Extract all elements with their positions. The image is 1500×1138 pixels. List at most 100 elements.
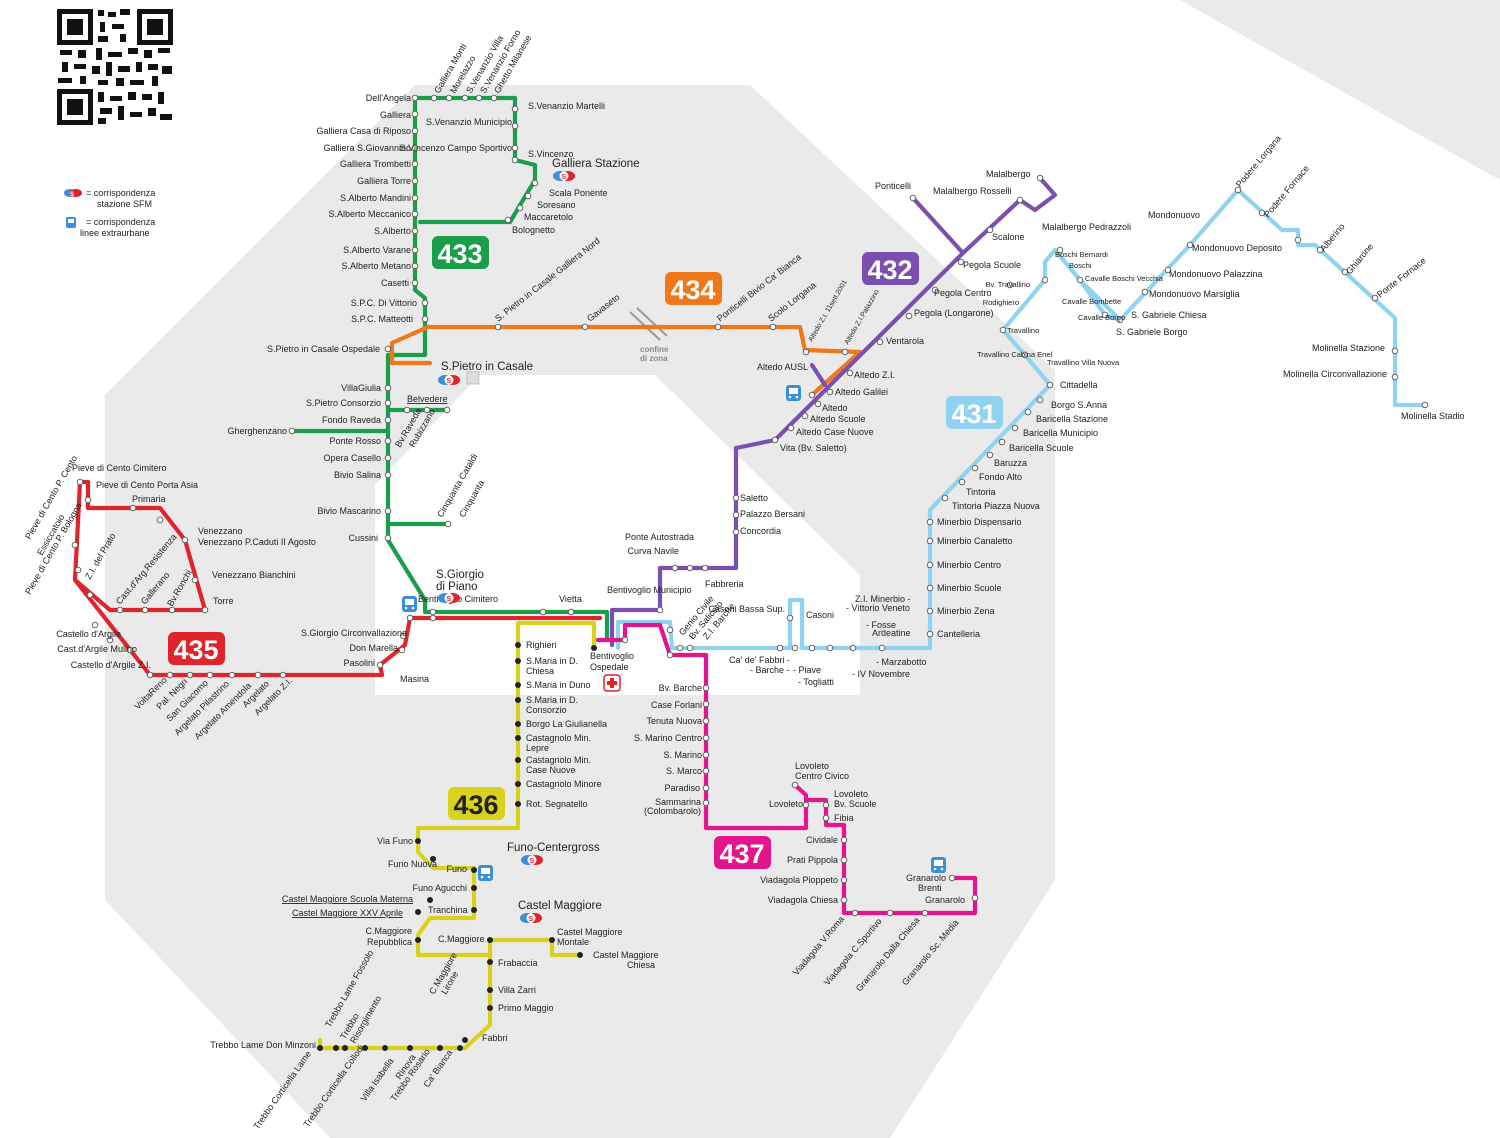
line-431-stop-dot[interactable] xyxy=(1025,409,1031,415)
line-437-stop-dot[interactable] xyxy=(703,752,709,758)
line-431-stop-dot[interactable] xyxy=(777,645,783,651)
line-431-stop-dot[interactable] xyxy=(809,645,815,651)
line-432-stop-dot[interactable] xyxy=(802,413,808,419)
line-437-stop-dot[interactable] xyxy=(703,701,709,707)
line-434-stop-dot[interactable] xyxy=(495,324,501,330)
line-436-stop-dot[interactable] xyxy=(415,909,421,915)
badge-436[interactable]: 436 xyxy=(448,787,505,820)
line-437-stop-dot[interactable] xyxy=(823,802,829,808)
badge-434[interactable]: 434 xyxy=(665,272,722,305)
line-437-stop-dot[interactable] xyxy=(703,718,709,724)
line-436-stop-dot[interactable] xyxy=(415,838,421,844)
line-431-stop-dot[interactable] xyxy=(827,645,833,651)
line-437-stop-dot[interactable] xyxy=(823,815,829,821)
line-436-stop-dot[interactable] xyxy=(515,801,521,807)
line-436-stop-dot[interactable] xyxy=(457,1045,463,1051)
line-432-stop-dot[interactable] xyxy=(906,313,912,319)
line-431-stop-dot[interactable] xyxy=(927,538,933,544)
line-432-stop-dot[interactable] xyxy=(687,565,693,571)
line-437-stop-dot[interactable] xyxy=(922,910,928,916)
line-431-stop-dot[interactable] xyxy=(687,645,693,651)
line-432-stop-dot[interactable] xyxy=(702,565,708,571)
line-436-stop-dot[interactable] xyxy=(382,1045,388,1051)
line-434-stop-dot[interactable] xyxy=(582,324,588,330)
line-436-stop-dot[interactable] xyxy=(333,1045,339,1051)
line-431-stop-dot[interactable] xyxy=(667,627,673,633)
line-433-stop-dot[interactable] xyxy=(412,211,418,217)
line-435-stop-dot[interactable] xyxy=(157,517,163,523)
line-435-stop-dot[interactable] xyxy=(399,647,405,653)
line-436-stop-dot[interactable] xyxy=(515,697,521,703)
line-433-stop-dot[interactable] xyxy=(412,95,418,101)
line-431-stop-dot[interactable] xyxy=(850,645,856,651)
line-433-stop-dot[interactable] xyxy=(385,455,391,461)
line-433-stop-dot[interactable] xyxy=(476,95,482,101)
line-437-stop-dot[interactable] xyxy=(852,910,858,916)
line-436-stop-dot[interactable] xyxy=(471,885,477,891)
line-436-stop-dot[interactable] xyxy=(415,937,421,943)
line-435-stop-dot[interactable] xyxy=(85,497,91,503)
line-435-stop-dot[interactable] xyxy=(207,672,213,678)
line-432-stop-dot[interactable] xyxy=(772,437,778,443)
line-435-stop-dot[interactable] xyxy=(130,505,136,511)
line-432-stop-dot[interactable] xyxy=(788,425,794,431)
line-437-stop-dot[interactable] xyxy=(667,652,673,658)
line-433-stop-dot[interactable] xyxy=(446,95,452,101)
line-433-stop-dot[interactable] xyxy=(512,106,518,112)
line-436-stop-dot[interactable] xyxy=(437,1045,443,1051)
line-431-stop-dot[interactable] xyxy=(1142,289,1148,295)
line-434-stop-dot[interactable] xyxy=(842,349,848,355)
line-437-stop-dot[interactable] xyxy=(972,895,978,901)
line-434-stop-dot[interactable] xyxy=(770,324,776,330)
line-433-stop-dot[interactable] xyxy=(491,95,497,101)
line-434-stop-dot[interactable] xyxy=(715,324,721,330)
line-435-stop-dot[interactable] xyxy=(377,662,383,668)
line-431-stop-dot[interactable] xyxy=(927,519,933,525)
line-435-stop-dot[interactable] xyxy=(192,577,198,583)
line-432-stop-dot[interactable] xyxy=(733,512,739,518)
line-436-stop-dot[interactable] xyxy=(515,682,521,688)
line-435-stop-dot[interactable] xyxy=(117,607,123,613)
line-432-stop-dot[interactable] xyxy=(877,339,883,345)
line-432-stop-dot[interactable] xyxy=(1017,197,1023,203)
line-433-stop-dot[interactable] xyxy=(412,195,418,201)
line-433-stop-dot[interactable] xyxy=(568,609,574,615)
line-433-stop-dot[interactable] xyxy=(512,157,518,163)
line-431-stop-dot[interactable] xyxy=(1047,382,1053,388)
line-436-stop-dot[interactable] xyxy=(549,937,555,943)
line-433-stop-dot[interactable] xyxy=(404,407,410,413)
line-437-stop-dot[interactable] xyxy=(803,802,809,808)
line-433-stop-dot[interactable] xyxy=(385,417,391,423)
line-432-stop-dot[interactable] xyxy=(733,495,739,501)
line-436-stop-dot[interactable] xyxy=(515,658,521,664)
line-431-stop-dot[interactable] xyxy=(1042,277,1048,283)
line-435-stop-dot[interactable] xyxy=(147,672,153,678)
line-431-stop-dot[interactable] xyxy=(792,645,798,651)
line-437-stop-dot[interactable] xyxy=(703,735,709,741)
line-433-stop-dot[interactable] xyxy=(431,95,437,101)
line-433-stop-dot[interactable] xyxy=(412,280,418,286)
line-432-stop-dot[interactable] xyxy=(672,565,678,571)
line-431-stop-dot[interactable] xyxy=(959,479,965,485)
line-436-stop-dot[interactable] xyxy=(427,897,433,903)
line-433-stop-dot[interactable] xyxy=(422,300,428,306)
line-433-stop-dot[interactable] xyxy=(289,428,295,434)
line-436-stop-dot[interactable] xyxy=(515,781,521,787)
line-436-stop-dot[interactable] xyxy=(577,952,583,958)
line-436-stop-dot[interactable] xyxy=(515,757,521,763)
line-431-stop-dot[interactable] xyxy=(787,615,793,621)
line-433-stop-dot[interactable] xyxy=(385,508,391,514)
line-435-stop-dot[interactable] xyxy=(182,537,188,543)
line-436-stop-dot[interactable] xyxy=(515,735,521,741)
line-431-stop-dot[interactable] xyxy=(1295,237,1301,243)
line-435-stop-dot[interactable] xyxy=(72,542,78,548)
line-431-stop-dot[interactable] xyxy=(1000,327,1006,333)
line-431-stop-dot[interactable] xyxy=(1392,374,1398,380)
line-432-stop-dot[interactable] xyxy=(910,195,916,201)
line-436-stop-dot[interactable] xyxy=(407,1045,413,1051)
line-435-stop-dot[interactable] xyxy=(142,607,148,613)
line-434-stop-dot[interactable] xyxy=(809,392,815,398)
line-435-stop-dot[interactable] xyxy=(87,592,93,598)
line-432-stop-dot[interactable] xyxy=(1037,175,1043,181)
line-436-stop-dot[interactable] xyxy=(487,1005,493,1011)
